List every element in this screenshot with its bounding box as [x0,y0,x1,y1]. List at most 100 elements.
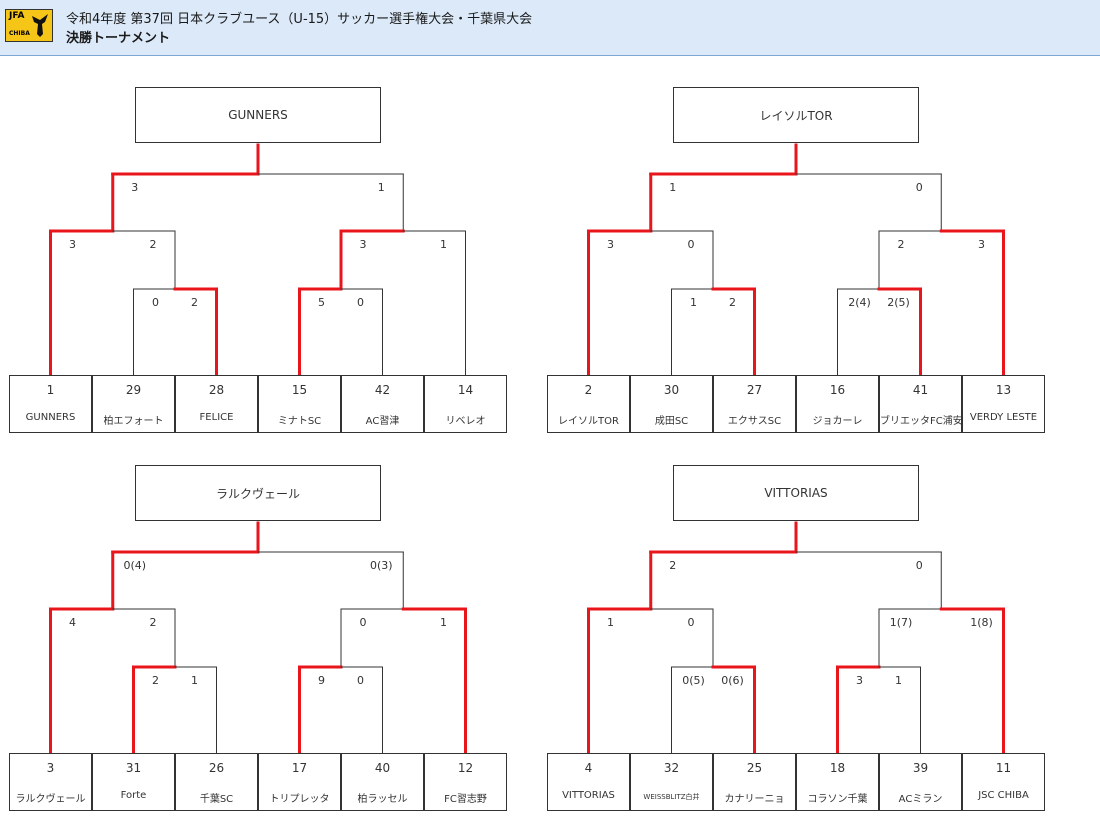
semi-left-right-score: 0 [687,616,695,629]
qf-left-right-score: 2 [729,296,736,309]
team-seed: 42 [374,383,391,397]
team-seed: 16 [829,383,846,397]
team-name: WEISSBLITZ白井 [643,793,700,801]
team-name: ラルクヴェール [15,794,86,805]
team-seed: 27 [746,383,763,397]
team-seed: 41 [912,383,929,397]
final-right-score: 0(3) [369,559,393,572]
team-name: ブリエッタFC浦安 [880,416,961,427]
team-cell: 27 エクサスSC [713,375,796,433]
team-name: ACミラン [898,794,943,805]
semi-right-left-score: 3 [359,238,367,251]
winner-box: レイソルTOR [673,87,919,143]
semi-right-left-score: 2 [897,238,905,251]
team-seed: 4 [584,761,593,775]
team-name: ミナトSC [277,416,322,427]
qf-right-right-score: 0 [357,296,364,309]
team-cell: 15 ミナトSC [258,375,341,433]
team-name: VITTORIAS [562,790,615,801]
semi-right-left-score: 1(7) [889,616,913,629]
final-right-score: 1 [377,181,385,194]
winner-box: VITTORIAS [673,465,919,521]
team-name: リベレオ [445,416,486,427]
team-seed: 30 [663,383,680,397]
page-header: JFA CHIBA 令和4年度 第37回 日本クラブユース（U-15）サッカー選… [0,0,1100,56]
qf-right-right-score: 0 [357,674,364,687]
team-seed: 11 [995,761,1012,775]
team-seed: 1 [46,383,55,397]
semi-left-left-score: 4 [69,616,76,629]
logo-text: JFA [9,11,25,21]
team-name: AC習津 [365,416,400,427]
semi-left-right-score: 2 [149,616,157,629]
final-right-score: 0 [915,559,923,572]
semi-left-right-score: 2 [149,238,157,251]
team-name: ジョカーレ [812,416,863,427]
team-name: 成田SC [654,416,689,427]
team-name: レイソルTOR [558,416,619,427]
semi-left-left-score: 1 [607,616,614,629]
team-name: 柏ラッセル [357,794,408,805]
team-seed: 25 [746,761,763,775]
team-seed: 14 [457,383,474,397]
team-cell: 41 ブリエッタFC浦安 [879,375,962,433]
team-cell: 25 カナリーニョ [713,753,796,811]
jfa-chiba-logo: JFA CHIBA [5,9,53,42]
team-name: VERDY LESTE [969,412,1038,423]
team-name: 千葉SC [199,794,234,805]
team-name: カナリーニョ [724,794,785,805]
team-seed: 2 [584,383,593,397]
qf-left-right-score: 1 [191,674,198,687]
semi-left-left-score: 3 [607,238,614,251]
team-seed: 17 [291,761,308,775]
team-name: FC習志野 [444,794,487,805]
semi-right-right-score: 1 [440,238,447,251]
qf-right-left-score: 3 [856,674,863,687]
page-subtitle: 決勝トーナメント [66,31,171,46]
final-right-score: 0 [915,181,923,194]
final-left-score: 0(4) [123,559,147,572]
team-name: GUNNERS [25,412,76,423]
semi-left-left-score: 3 [69,238,76,251]
qf-right-left-score: 9 [318,674,325,687]
team-seed: 12 [457,761,474,775]
logo-sub: CHIBA [9,30,30,37]
final-left-score: 1 [669,181,677,194]
team-cell: 18 コラソン千葉 [796,753,879,811]
final-left-score: 2 [669,559,677,572]
team-name: エクサスSC [727,416,782,427]
qf-left-right-score: 2 [191,296,198,309]
qf-right-right-score: 1 [895,674,902,687]
team-seed: 15 [291,383,308,397]
qf-left-left-score: 1 [690,296,697,309]
semi-left-right-score: 0 [687,238,695,251]
bird-emblem-icon [32,14,48,37]
winner-box: GUNNERS [135,87,381,143]
team-name: コラソン千葉 [807,794,868,805]
semi-right-left-score: 0 [359,616,367,629]
team-seed: 31 [125,761,142,775]
qf-left-left-score: 2 [152,674,159,687]
qf-right-left-score: 2(4) [848,296,871,309]
team-name: FELICE [199,412,234,423]
qf-right-right-score: 2(5) [887,296,910,309]
qf-right-left-score: 5 [318,296,325,309]
team-seed: 28 [208,383,225,397]
qf-left-left-score: 0(5) [682,674,705,687]
team-seed: 39 [912,761,929,775]
team-seed: 18 [829,761,846,775]
team-seed: 40 [374,761,391,775]
team-seed: 29 [125,383,142,397]
